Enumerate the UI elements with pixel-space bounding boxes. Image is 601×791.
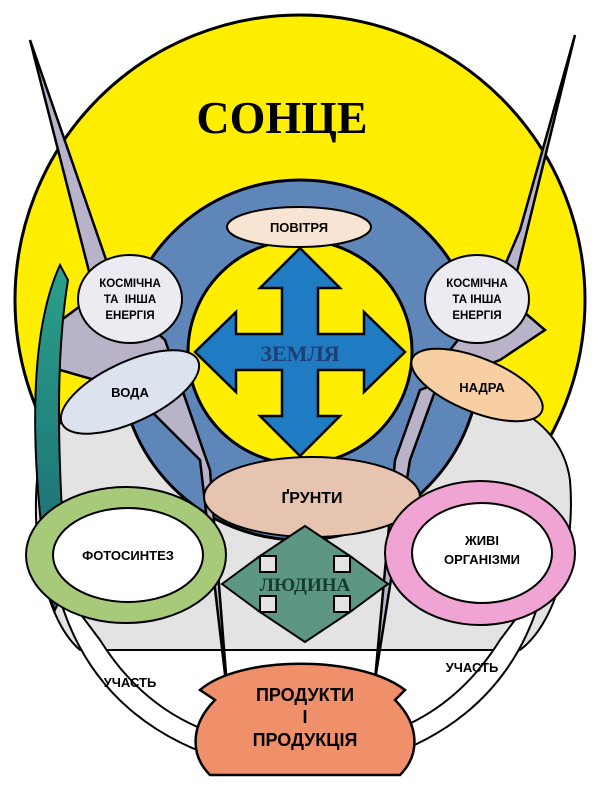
participation-right-label: УЧАСТЬ bbox=[446, 660, 499, 675]
cosmic-left-line-2: ТА ІНША bbox=[104, 294, 156, 306]
products-node bbox=[194, 662, 416, 777]
human-label: ЛЮДИНА bbox=[260, 575, 351, 596]
earth-label: ЗЕМЛЯ bbox=[260, 341, 339, 366]
products-line-2: І bbox=[302, 707, 307, 727]
photosynthesis-label: ФОТОСИНТЕЗ bbox=[82, 548, 174, 563]
sun-label: СОНЦЕ bbox=[196, 92, 367, 143]
cosmic-right-line-1: КОСМІЧНА bbox=[446, 278, 508, 290]
soil-label: ҐРУНТИ bbox=[281, 488, 342, 507]
cosmic-left-line-3: ЕНЕРГІЯ bbox=[105, 310, 154, 322]
products-line-1: ПРОДУКТИ bbox=[256, 685, 354, 705]
cosmic-right-line-2: ТА ІНША bbox=[452, 294, 501, 306]
subsoil-node bbox=[410, 347, 544, 423]
cosmic-energy-left-node bbox=[77, 254, 183, 344]
air-label: ПОВІТРЯ bbox=[270, 220, 328, 235]
cosmic-energy-right-node bbox=[424, 254, 530, 344]
products-line-3: ПРОДУКЦІЯ bbox=[253, 730, 358, 750]
earth-four-way-arrow bbox=[193, 246, 407, 458]
photosynthesis-ring-inner bbox=[52, 507, 204, 603]
participation-left-label: УЧАСТЬ bbox=[104, 675, 157, 690]
cosmic-right-line-3: ЕНЕРГІЯ bbox=[452, 310, 501, 322]
water-label: ВОДА bbox=[111, 385, 149, 400]
organisms-line-2: ОРГАНІЗМИ bbox=[444, 552, 520, 567]
air-node bbox=[226, 206, 372, 248]
water-node bbox=[59, 349, 201, 435]
organisms-ring-inner bbox=[411, 502, 553, 604]
organisms-line-1: ЖИВІ bbox=[464, 533, 499, 548]
human-arrow bbox=[220, 524, 390, 644]
subsoil-label: НАДРА bbox=[459, 380, 505, 395]
cosmic-left-line-1: КОСМІЧНА bbox=[99, 278, 161, 290]
